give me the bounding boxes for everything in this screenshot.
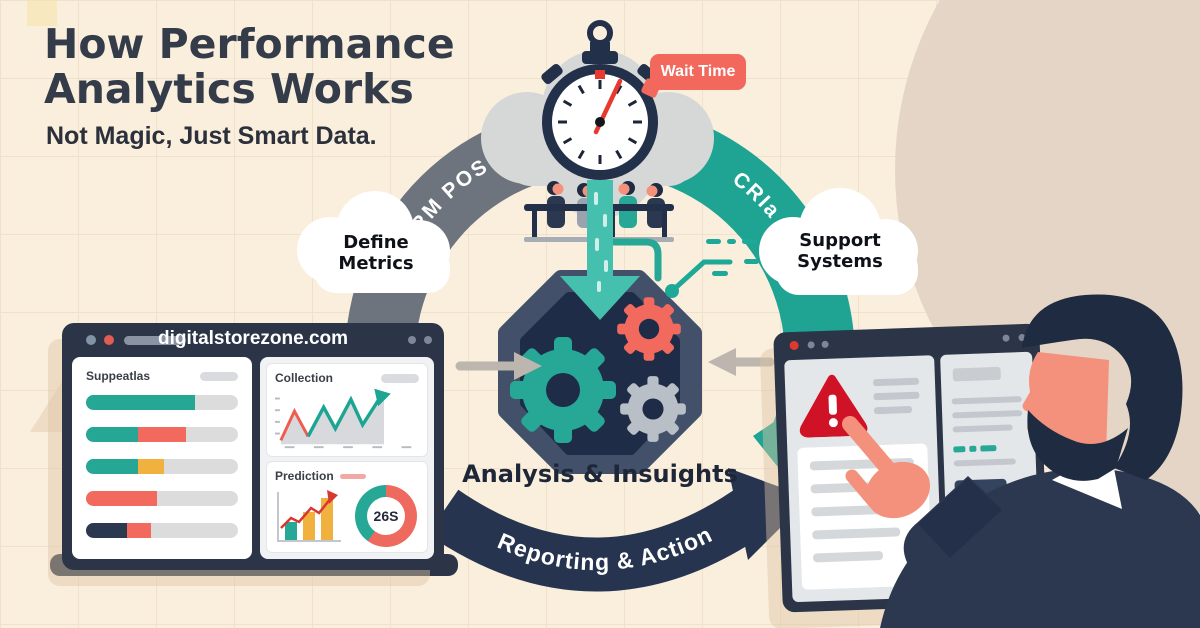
prediction-card-title: Prediction [275, 469, 334, 483]
support-systems-label: Support Systems [797, 230, 883, 273]
wait-time-bubble: Wait Time [640, 54, 746, 99]
hair [1022, 294, 1183, 480]
progress-card-title: Suppeatlas [86, 369, 151, 383]
background-accent-tile [27, 0, 57, 26]
prediction-bar-chart [277, 490, 341, 542]
analysis-caption: Analysis & Insuights [462, 460, 738, 488]
flow-arrow-left-head [708, 348, 736, 376]
window-control-dot [86, 335, 96, 345]
donut-value: 26S [367, 497, 405, 535]
progress-bar [86, 427, 238, 442]
prediction-card: Prediction 26S [266, 461, 428, 553]
dashboard-url: digitalstorezone.com [157, 328, 349, 349]
ear [1080, 386, 1104, 410]
collection-card: Collection [266, 363, 428, 457]
data-stream-arrow [560, 180, 640, 320]
address-pill [124, 336, 186, 345]
define-metrics-cloud [297, 191, 450, 293]
pipe-connector [610, 238, 662, 282]
octagon-connector [665, 239, 759, 298]
page-subtitle: Not Magic, Just Smart Data. [46, 122, 377, 150]
card-menu-pill [381, 373, 419, 383]
define-metrics-label: Define Metrics [338, 232, 414, 275]
progress-bar [86, 491, 238, 506]
beard [1027, 410, 1128, 481]
charts-panel: Collection [260, 357, 434, 559]
flow-arrow-right-head [514, 352, 542, 380]
stopwatch-icon [541, 20, 659, 180]
collection-line-chart [275, 388, 412, 449]
window-control-dot [104, 335, 114, 345]
prediction-donut-chart: 26S [355, 485, 417, 547]
sleeve-cuff [918, 478, 1002, 558]
gear-teal-icon [510, 337, 616, 443]
window-control-dot [408, 336, 416, 344]
support-systems-cloud [759, 188, 918, 295]
gear-coral-icon [617, 297, 681, 361]
dashboard-window: digitalstorezone.com Suppeatlas Collecti… [62, 323, 444, 570]
pointing-hand [842, 416, 931, 519]
progress-bars [86, 395, 238, 538]
progress-bar [86, 523, 238, 538]
window-control-dot [424, 336, 432, 344]
collection-card-title: Collection [275, 371, 334, 385]
dashboard-titlebar: digitalstorezone.com [62, 323, 444, 357]
wait-time-label: Wait Time [660, 63, 736, 80]
progress-bar [86, 459, 238, 474]
prediction-subtitle-mark [339, 473, 366, 479]
progress-bar [86, 395, 238, 410]
gear-gray-icon [620, 376, 686, 442]
card-menu-pill [200, 371, 238, 381]
progress-panel: Suppeatlas [72, 357, 252, 559]
page-title: How Performance Analytics Works [44, 20, 455, 114]
